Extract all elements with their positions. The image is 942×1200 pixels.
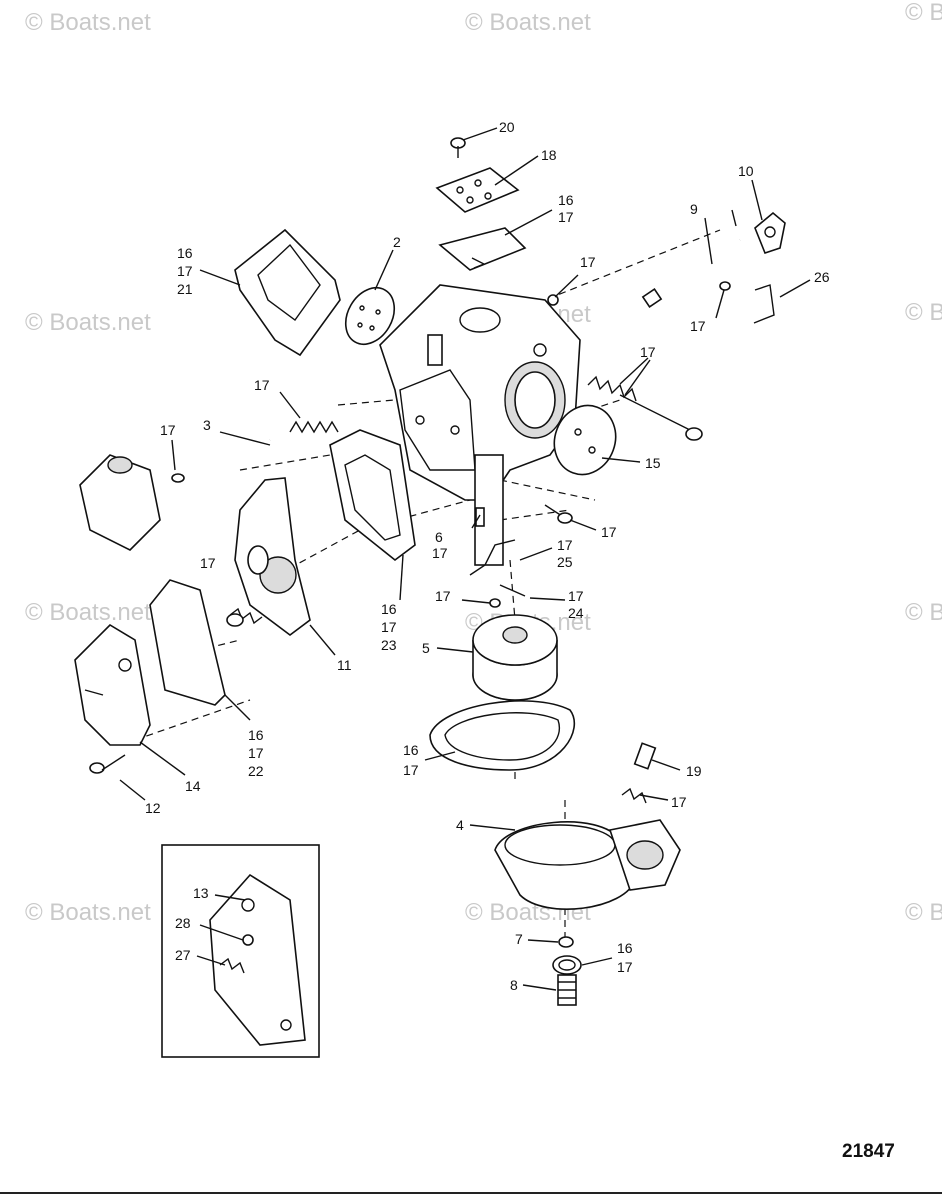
part-choke-shaft-3 [79, 438, 271, 551]
part-lever-10 [754, 211, 786, 254]
callout-10: 10 [738, 163, 754, 179]
part-plug-7 [558, 936, 574, 948]
part-float-5 [472, 614, 558, 701]
callout-17: 17 [403, 762, 419, 778]
part-screw-17 [719, 281, 731, 291]
callout-19: 19 [686, 763, 702, 779]
callout-16: 16 [177, 245, 193, 261]
callout-16: 16 [558, 192, 574, 208]
part-gasket-23 [329, 429, 416, 562]
part-throttle-plate-15 [553, 404, 617, 476]
callout-26: 26 [814, 269, 830, 285]
callout-28: 28 [175, 915, 191, 931]
leader-lines [119, 127, 811, 991]
callout-17: 17 [557, 537, 573, 553]
watermark-text: © Boats.net [465, 9, 591, 36]
callout-3: 3 [203, 417, 211, 433]
watermark-text: © Boats.net [25, 899, 151, 926]
part-clip-17 [547, 294, 559, 306]
callout-16: 16 [248, 727, 264, 743]
part-washer [552, 955, 582, 975]
part-screw-12 [89, 754, 126, 774]
callout-17: 17 [671, 794, 687, 810]
callout-5: 5 [422, 640, 430, 656]
watermark-text: © Boats.net [25, 309, 151, 336]
part-gasket-21 [234, 228, 341, 357]
callout-24: 24 [568, 605, 584, 621]
callout-16: 16 [381, 601, 397, 617]
part-pump-cover-14 [74, 623, 151, 746]
part-lever-6 [469, 507, 516, 576]
part-carburetor-body-1 [379, 284, 581, 566]
callout-27: 27 [175, 947, 191, 963]
callout-20: 20 [499, 119, 515, 135]
callout-13: 13 [193, 885, 209, 901]
callout-17: 17 [617, 959, 633, 975]
callout-12: 12 [145, 800, 161, 816]
callout-2: 2 [393, 234, 401, 250]
callout-17: 17 [432, 545, 448, 561]
watermark-text: © Boats.net [905, 899, 942, 926]
callout-17: 17 [568, 588, 584, 604]
callout-9: 9 [690, 201, 698, 217]
callout-17: 17 [381, 619, 397, 635]
callout-17: 17 [160, 422, 176, 438]
callout-4: 4 [456, 817, 464, 833]
part-shaft-9 [641, 238, 741, 308]
callout-17: 17 [435, 588, 451, 604]
callout-7: 7 [515, 931, 523, 947]
part-link-26 [753, 284, 775, 324]
part-screw-20 [450, 137, 466, 158]
inset-detail-box [161, 844, 320, 1058]
callout-labels: 20 18 16 17 10 9 16 17 21 2 17 26 17 17 … [145, 119, 830, 993]
part-needle-25 [544, 504, 573, 524]
part-fuel-pump-11 [234, 477, 311, 636]
part-screw-17-left [171, 473, 185, 483]
watermark-text: © Boats.net [25, 599, 151, 626]
part-drain-plug-8 [557, 974, 577, 1006]
callout-21: 21 [177, 281, 193, 297]
callout-22: 22 [248, 763, 264, 779]
callout-17: 17 [640, 344, 656, 360]
watermark-text: © Boats.net [905, 299, 942, 326]
callout-17: 17 [177, 263, 193, 279]
callout-16: 16 [617, 940, 633, 956]
callout-17: 17 [254, 377, 270, 393]
callout-6: 6 [435, 529, 443, 545]
part-screw-19 [621, 742, 657, 804]
callout-17: 17 [248, 745, 264, 761]
callout-17: 17 [558, 209, 574, 225]
part-cover-plate-18 [435, 167, 520, 213]
part-diaphragm-2 [344, 286, 396, 346]
watermark-text: © Boats.net [25, 9, 151, 36]
callout-14: 14 [185, 778, 201, 794]
part-screw-pin-24 [489, 584, 526, 608]
callout-17: 17 [690, 318, 706, 334]
part-spring-17 [289, 420, 339, 434]
part-gasket-22 [149, 579, 226, 706]
part-pin [731, 209, 737, 227]
part-float-bowl-4 [494, 819, 681, 910]
callout-17: 17 [601, 524, 617, 540]
callout-17: 17 [580, 254, 596, 270]
callout-16: 16 [403, 742, 419, 758]
callout-18: 18 [541, 147, 557, 163]
callout-23: 23 [381, 637, 397, 653]
watermark-text: © Boats.net [905, 599, 942, 626]
figure-number: 21847 [842, 1141, 895, 1162]
callout-17: 17 [200, 555, 216, 571]
callout-15: 15 [645, 455, 661, 471]
callout-8: 8 [510, 977, 518, 993]
part-spring-screw-17 [587, 375, 703, 441]
part-bowl-gasket [429, 700, 576, 771]
callout-25: 25 [557, 554, 573, 570]
watermark-text: © Boats.net [905, 0, 942, 26]
part-spring-17-pump [226, 607, 263, 627]
callout-11: 11 [337, 657, 352, 673]
part-gasket-cover [438, 227, 527, 271]
